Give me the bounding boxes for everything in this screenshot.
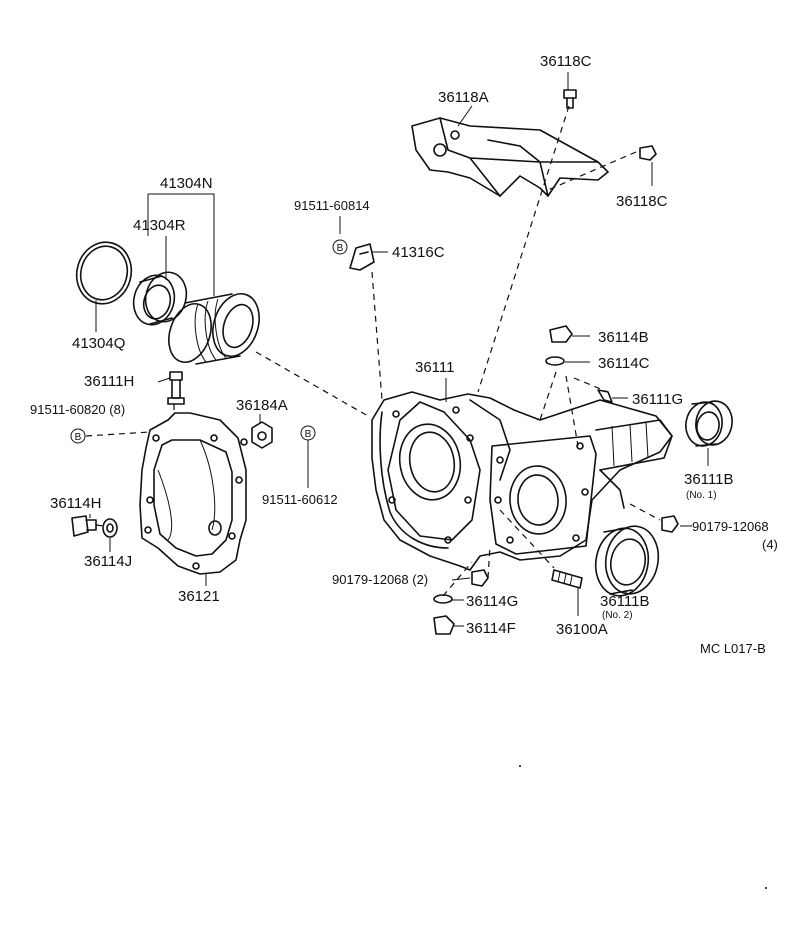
label-36111B-no1-sub: (No. 1) bbox=[686, 490, 717, 501]
label-36114H: 36114H bbox=[50, 495, 101, 512]
label-90179-12068-left: 90179-12068 (2) bbox=[332, 572, 428, 587]
nut-36118C-right bbox=[639, 145, 657, 161]
label-41304Q: 41304Q bbox=[72, 335, 125, 352]
plug-36114F bbox=[433, 615, 455, 635]
b-marker-2: B bbox=[70, 428, 86, 444]
bolt-90179-12068-right bbox=[661, 515, 679, 533]
clip-41316C bbox=[349, 243, 375, 271]
pin-36111G bbox=[597, 389, 613, 403]
label-41304R: 41304R bbox=[133, 217, 186, 234]
o-ring-41304Q bbox=[75, 241, 133, 305]
label-36114B: 36114B bbox=[598, 329, 649, 346]
label-36114F: 36114F bbox=[466, 620, 516, 637]
label-36118A: 36118A bbox=[438, 89, 489, 106]
svg-text:B: B bbox=[305, 429, 312, 440]
gasket-36114C bbox=[545, 356, 565, 366]
b-marker-1: B bbox=[332, 239, 348, 255]
label-36111: 36111 bbox=[415, 359, 455, 376]
leader-lines bbox=[89, 72, 709, 627]
bolt-36118C-top bbox=[563, 89, 577, 109]
svg-text:B: B bbox=[75, 432, 82, 443]
label-36118C-top: 36118C bbox=[540, 53, 592, 70]
label-36118C-right: 36118C bbox=[616, 193, 668, 210]
label-41304N: 41304N bbox=[160, 175, 213, 192]
bolt-90179-12068-left bbox=[471, 569, 489, 587]
label-36111B-no2-sub: (No. 2) bbox=[602, 610, 633, 621]
b-marker-3: B bbox=[300, 425, 316, 441]
rear-cover-36121 bbox=[139, 412, 248, 575]
label-90179-12068-right-qty: (4) bbox=[762, 537, 778, 552]
oil-seal-36111B-no1 bbox=[685, 400, 733, 447]
gasket-36114G bbox=[433, 594, 453, 604]
boot-41304N bbox=[168, 293, 260, 365]
label-90179-12068-right: 90179-12068 bbox=[692, 519, 769, 534]
bracket-36118A bbox=[411, 117, 609, 197]
svg-text:B: B bbox=[337, 243, 344, 254]
plug-36114H bbox=[71, 515, 97, 537]
label-41316C: 41316C bbox=[392, 244, 445, 261]
label-91511-60814: 91511-60814 bbox=[294, 198, 370, 213]
label-36111H: 36111H bbox=[84, 373, 134, 390]
seal-41304R bbox=[132, 271, 188, 326]
label-91511-60612: 91511-60612 bbox=[262, 492, 338, 507]
gasket-36114J bbox=[102, 518, 118, 538]
plug-36184A bbox=[251, 421, 273, 449]
label-36184A: 36184A bbox=[236, 397, 288, 414]
label-36111B-no1: 36111B bbox=[684, 471, 734, 488]
label-36114C: 36114C bbox=[598, 355, 650, 372]
breather-36111H bbox=[167, 371, 185, 405]
label-36121: 36121 bbox=[178, 588, 220, 605]
label-91511-60820: 91511-60820 (8) bbox=[30, 402, 125, 417]
label-36100A: 36100A bbox=[556, 621, 608, 638]
housing-36111 bbox=[371, 391, 673, 571]
diagram-code: MC L017-B bbox=[700, 641, 766, 656]
label-36114G: 36114G bbox=[466, 593, 518, 610]
label-36111G: 36111G bbox=[632, 391, 683, 408]
label-36111B-no2: 36111B bbox=[600, 593, 650, 610]
oil-seal-36111B-no2 bbox=[594, 525, 660, 597]
label-36114J: 36114J bbox=[84, 553, 132, 570]
stud-36100A bbox=[551, 569, 583, 589]
plug-36114B bbox=[549, 325, 573, 343]
